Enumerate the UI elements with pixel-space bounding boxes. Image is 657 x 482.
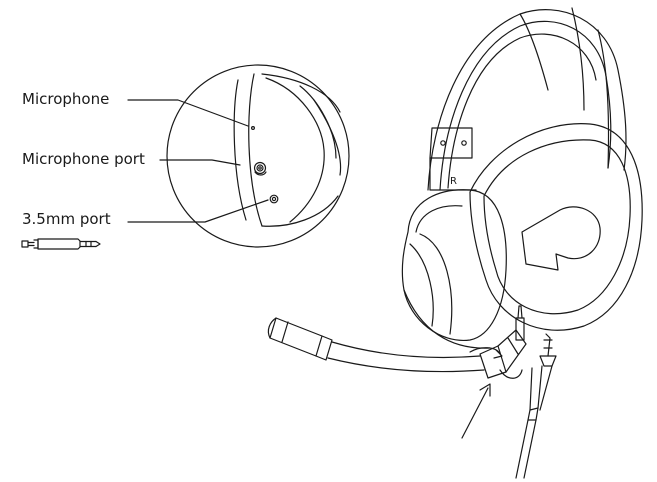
port-35mm xyxy=(269,194,279,204)
headband xyxy=(427,7,627,191)
label-microphone: Microphone xyxy=(22,90,110,108)
leader-lines xyxy=(127,99,269,223)
leader-microphone-port xyxy=(159,159,241,166)
label-35mm-port: 3.5mm port xyxy=(22,210,111,228)
microphone-boom xyxy=(267,317,527,379)
headset-jack xyxy=(515,305,525,341)
zoom-detail-circle xyxy=(166,64,350,248)
cable-35mm-plug xyxy=(515,333,557,479)
microphone-port xyxy=(253,161,267,176)
left-ear-cup xyxy=(401,189,507,349)
label-microphone-port: Microphone port xyxy=(22,150,145,168)
earcup-logo xyxy=(521,206,601,271)
plug-35mm-icon xyxy=(21,238,101,250)
microphone-hole xyxy=(251,125,256,130)
right-side-marker: R xyxy=(450,176,457,187)
leader-35mm-port xyxy=(127,199,269,223)
rotation-arrow xyxy=(461,347,503,439)
leader-microphone xyxy=(127,99,249,127)
right-ear-cup xyxy=(469,123,643,331)
